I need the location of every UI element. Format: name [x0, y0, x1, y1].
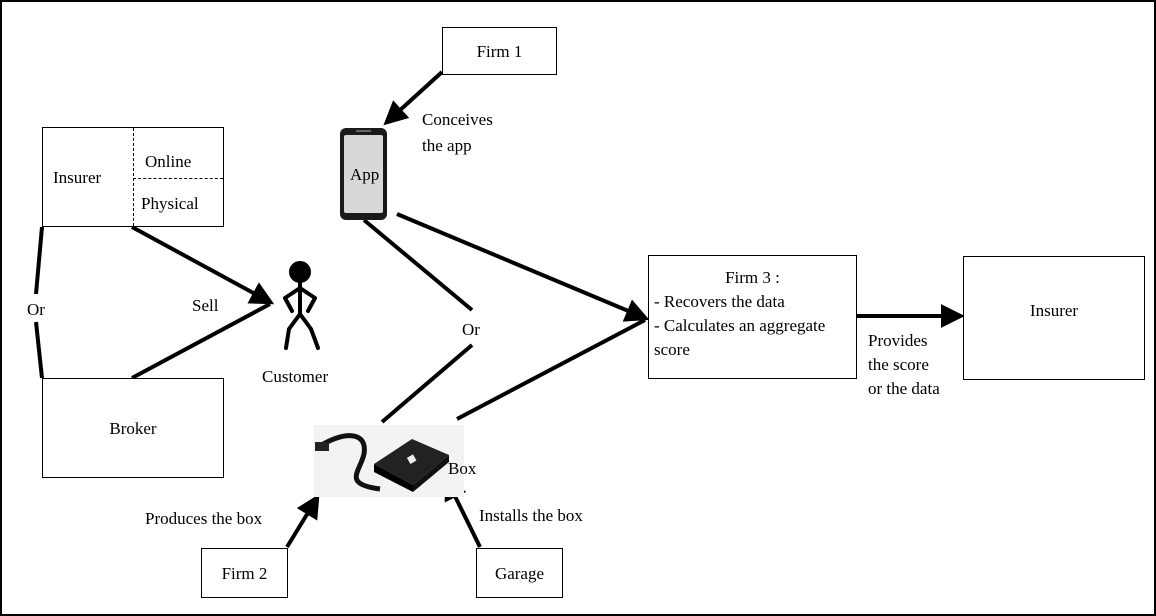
customer-label: Customer	[262, 367, 329, 386]
conceives-label-1: Conceives	[422, 110, 493, 129]
conceives-label-2: the app	[422, 136, 472, 155]
provides-label-1: Provides	[868, 331, 928, 350]
sell-label: Sell	[192, 296, 219, 315]
firm3-line-2: - Calculates an aggregate	[654, 316, 826, 335]
firm3-line-1: - Recovers the data	[654, 292, 785, 311]
firm2-box: Firm 2	[201, 548, 288, 598]
online-physical-divider	[133, 178, 223, 179]
gps-tracker-box-icon	[314, 425, 464, 497]
arrow-firm2-to-box	[285, 493, 320, 549]
insurer-right-box: Insurer	[963, 256, 1145, 380]
firm3-box: Firm 3 : - Recovers the data - Calculate…	[648, 255, 857, 379]
or-bracket-bottom	[34, 321, 44, 379]
insurer-right-label: Insurer	[1029, 300, 1079, 320]
arrow-box-to-firm3	[456, 318, 646, 421]
firm1-label: Firm 1	[476, 41, 523, 61]
broker-box: Broker	[42, 378, 224, 478]
line-broker-to-customer	[131, 302, 271, 380]
physical-label: Physical	[141, 194, 199, 213]
insurer-split-divider	[133, 128, 134, 226]
app-label: App	[350, 165, 380, 184]
garage-box: Garage	[476, 548, 563, 598]
firm3-line-3: score	[654, 340, 690, 359]
arrow-firm1-to-app	[383, 70, 444, 126]
or-middle-label: Or	[462, 320, 480, 339]
online-label: Online	[145, 152, 192, 171]
or-bracket-top	[34, 226, 44, 295]
insurer-left-label: Insurer	[53, 168, 102, 187]
insurer-left-box: Insurer Online Physical	[42, 127, 224, 227]
firm2-label: Firm 2	[221, 563, 268, 583]
or-line-app	[362, 218, 474, 312]
or-left-label: Or	[27, 300, 45, 319]
garage-label: Garage	[494, 563, 545, 583]
firm3-title: Firm 3 :	[725, 268, 780, 287]
or-line-box	[380, 343, 474, 424]
provides-label-2: the score	[868, 355, 929, 374]
firm1-box: Firm 1	[442, 27, 557, 75]
broker-label: Broker	[109, 418, 157, 438]
installs-label: Installs the box	[479, 506, 583, 525]
box-label: Box	[448, 459, 477, 478]
stick-figure-icon	[283, 261, 320, 350]
provides-label-3: or the data	[868, 379, 940, 398]
produces-label: Produces the box	[145, 509, 263, 528]
smartphone-icon	[340, 128, 387, 220]
arrow-app-to-firm3	[396, 212, 650, 322]
line-insurer-to-customer	[131, 225, 275, 305]
